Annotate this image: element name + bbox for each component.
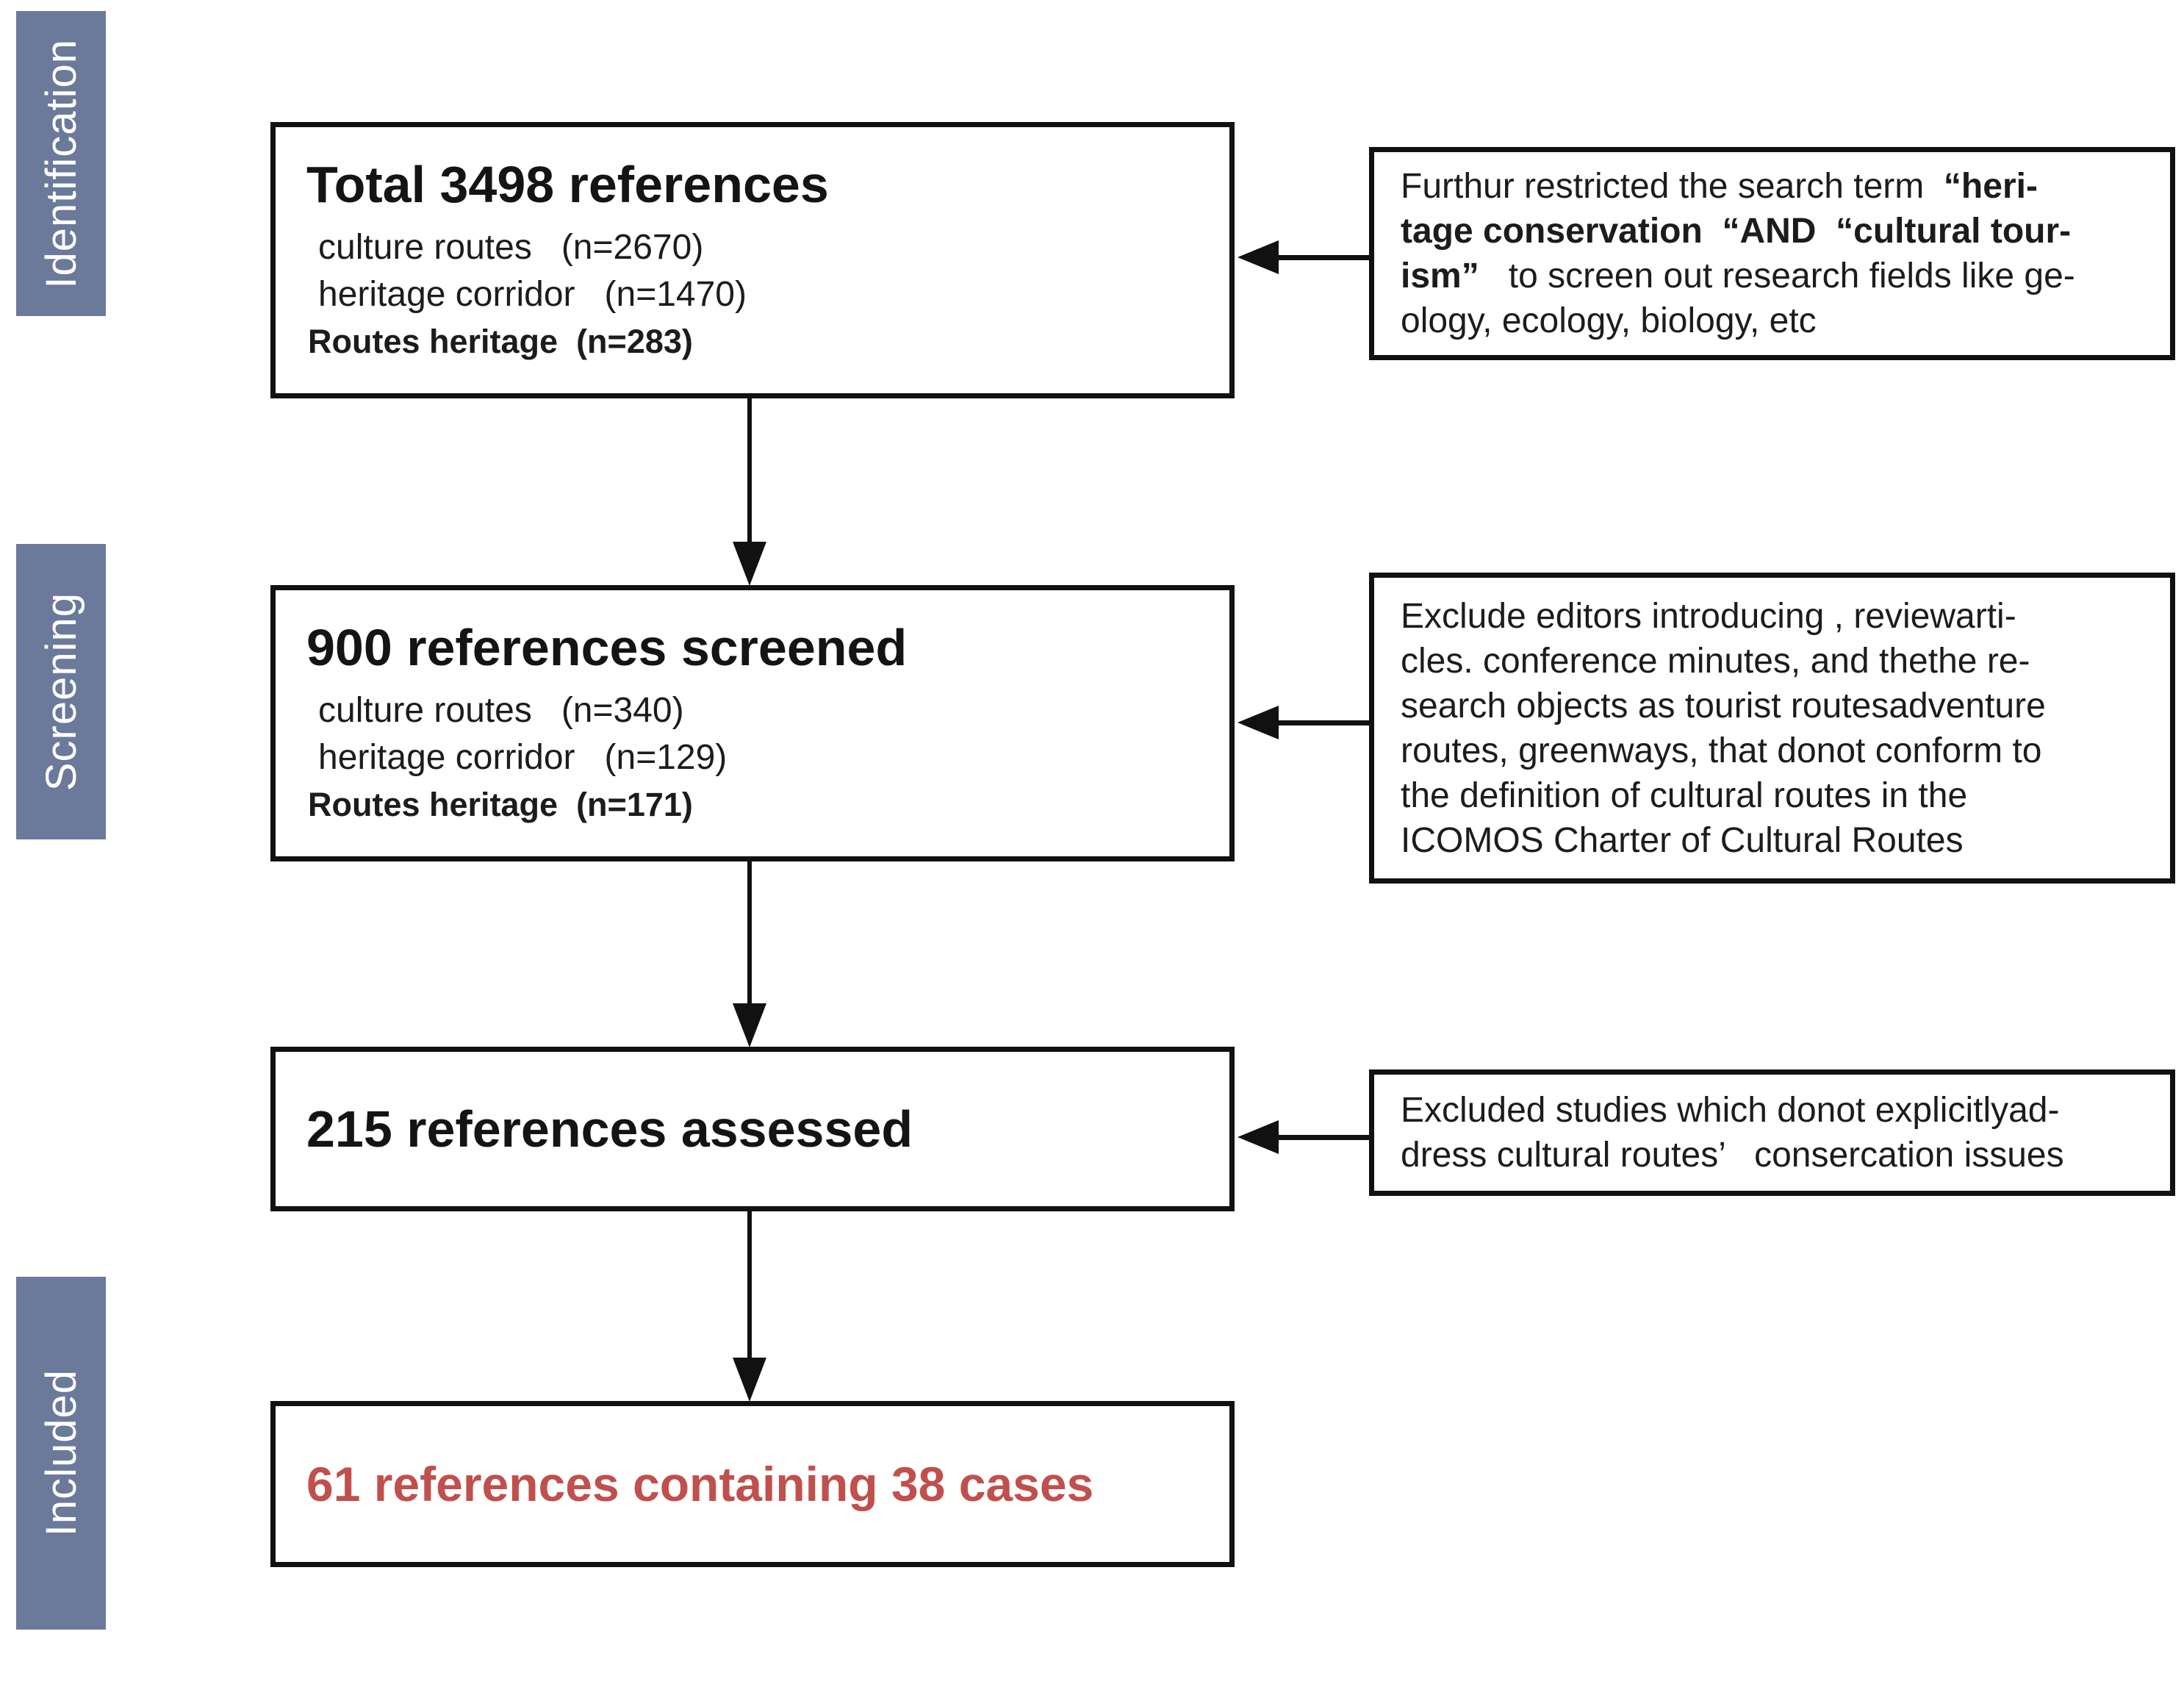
stage-label-identification: Identification (37, 38, 85, 289)
text-line: culture routes (n=2670) (318, 228, 704, 267)
left-arrowhead-icon-box3 (1238, 1120, 1279, 1154)
stage-bar-identification: Identification (16, 11, 106, 316)
text-line: tage conservation “AND “cultural tour- (1401, 212, 2072, 251)
note-box-screening-exclusion-text: Exclude editors introducing , reviewarti… (1374, 594, 2170, 863)
text-line: Routes heritage (n=283) (308, 323, 693, 360)
left-arrowhead-icon-box2 (1238, 706, 1279, 739)
flow-box-included-references-title: 61 references containing 38 cases (306, 1457, 1094, 1511)
text-line: ology, ecology, biology, etc (1401, 301, 1817, 340)
stage-label-screening: Screening (37, 592, 85, 792)
connector-line-note1-to-box1 (1274, 255, 1370, 260)
stage-label-included: Included (37, 1369, 85, 1537)
stage-bar-included: Included (16, 1277, 106, 1630)
flow-box-references-screened-lines: culture routes (n=340) heritage corridor … (276, 687, 1229, 828)
connector-line-box1-to-box2 (747, 397, 752, 544)
connector-line-note3-to-box3 (1274, 1135, 1370, 1140)
connector-line-note2-to-box2 (1274, 720, 1370, 725)
text-line: ICOMOS Charter of Cultural Routes (1401, 820, 1964, 860)
down-arrowhead-icon-box4 (733, 1358, 766, 1402)
note-box-screening-exclusion: Exclude editors introducing , reviewarti… (1369, 573, 2175, 884)
flow-box-included-references: 61 references containing 38 cases (270, 1401, 1235, 1567)
flow-box-total-references-title: Total 3498 references (306, 156, 829, 213)
text-line: the definition of cultural routes in the (1401, 775, 1968, 815)
down-arrowhead-icon-box3 (733, 1003, 766, 1047)
flow-box-total-references: Total 3498 references culture routes (n=… (270, 122, 1235, 398)
text-line: heritage corridor (n=1470) (318, 275, 747, 314)
flow-box-references-assessed: 215 references assessed (270, 1047, 1235, 1211)
note-box-assessment-exclusion-text: Excluded studies which donot explicitlya… (1374, 1088, 2170, 1178)
down-arrowhead-icon-box2 (733, 542, 766, 586)
flow-box-total-references-lines: culture routes (n=2670) heritage corridor… (276, 224, 1229, 365)
flow-box-references-screened-title: 900 references screened (306, 619, 908, 676)
note-box-search-restriction: Furthur restricted the search term “heri… (1369, 147, 2175, 360)
text-line: Furthur restricted the search term “heri… (1401, 167, 2038, 206)
text-line: heritage corridor (n=129) (318, 738, 728, 777)
text-line: Excluded studies which donot explicitlya… (1401, 1091, 2060, 1130)
text-line: routes, greenways, that donot conform to (1401, 731, 2042, 770)
text-line: cles. conference minutes, and thethe re- (1401, 641, 2030, 681)
text-line: dress cultural routes’ consercation issu… (1401, 1136, 2064, 1175)
stage-bar-screening: Screening (16, 544, 106, 839)
note-box-assessment-exclusion: Excluded studies which donot explicitlya… (1369, 1069, 2175, 1196)
text-line: Routes heritage (n=171) (308, 786, 693, 823)
text-line: culture routes (n=340) (318, 691, 684, 730)
note-box-search-restriction-text: Furthur restricted the search term “heri… (1374, 164, 2170, 343)
left-arrowhead-icon-box1 (1238, 240, 1279, 274)
text-line: Exclude editors introducing , reviewarti… (1401, 596, 2016, 636)
connector-line-box2-to-box3 (747, 860, 752, 1007)
text-line: ism” to screen out research fields like … (1401, 257, 2075, 295)
connector-line-box3-to-box4 (747, 1210, 752, 1360)
text-line: search objects as tourist routesadventur… (1401, 686, 2046, 725)
flow-box-references-screened: 900 references screened culture routes (… (270, 585, 1235, 861)
flow-box-references-assessed-title: 215 references assessed (306, 1100, 913, 1158)
